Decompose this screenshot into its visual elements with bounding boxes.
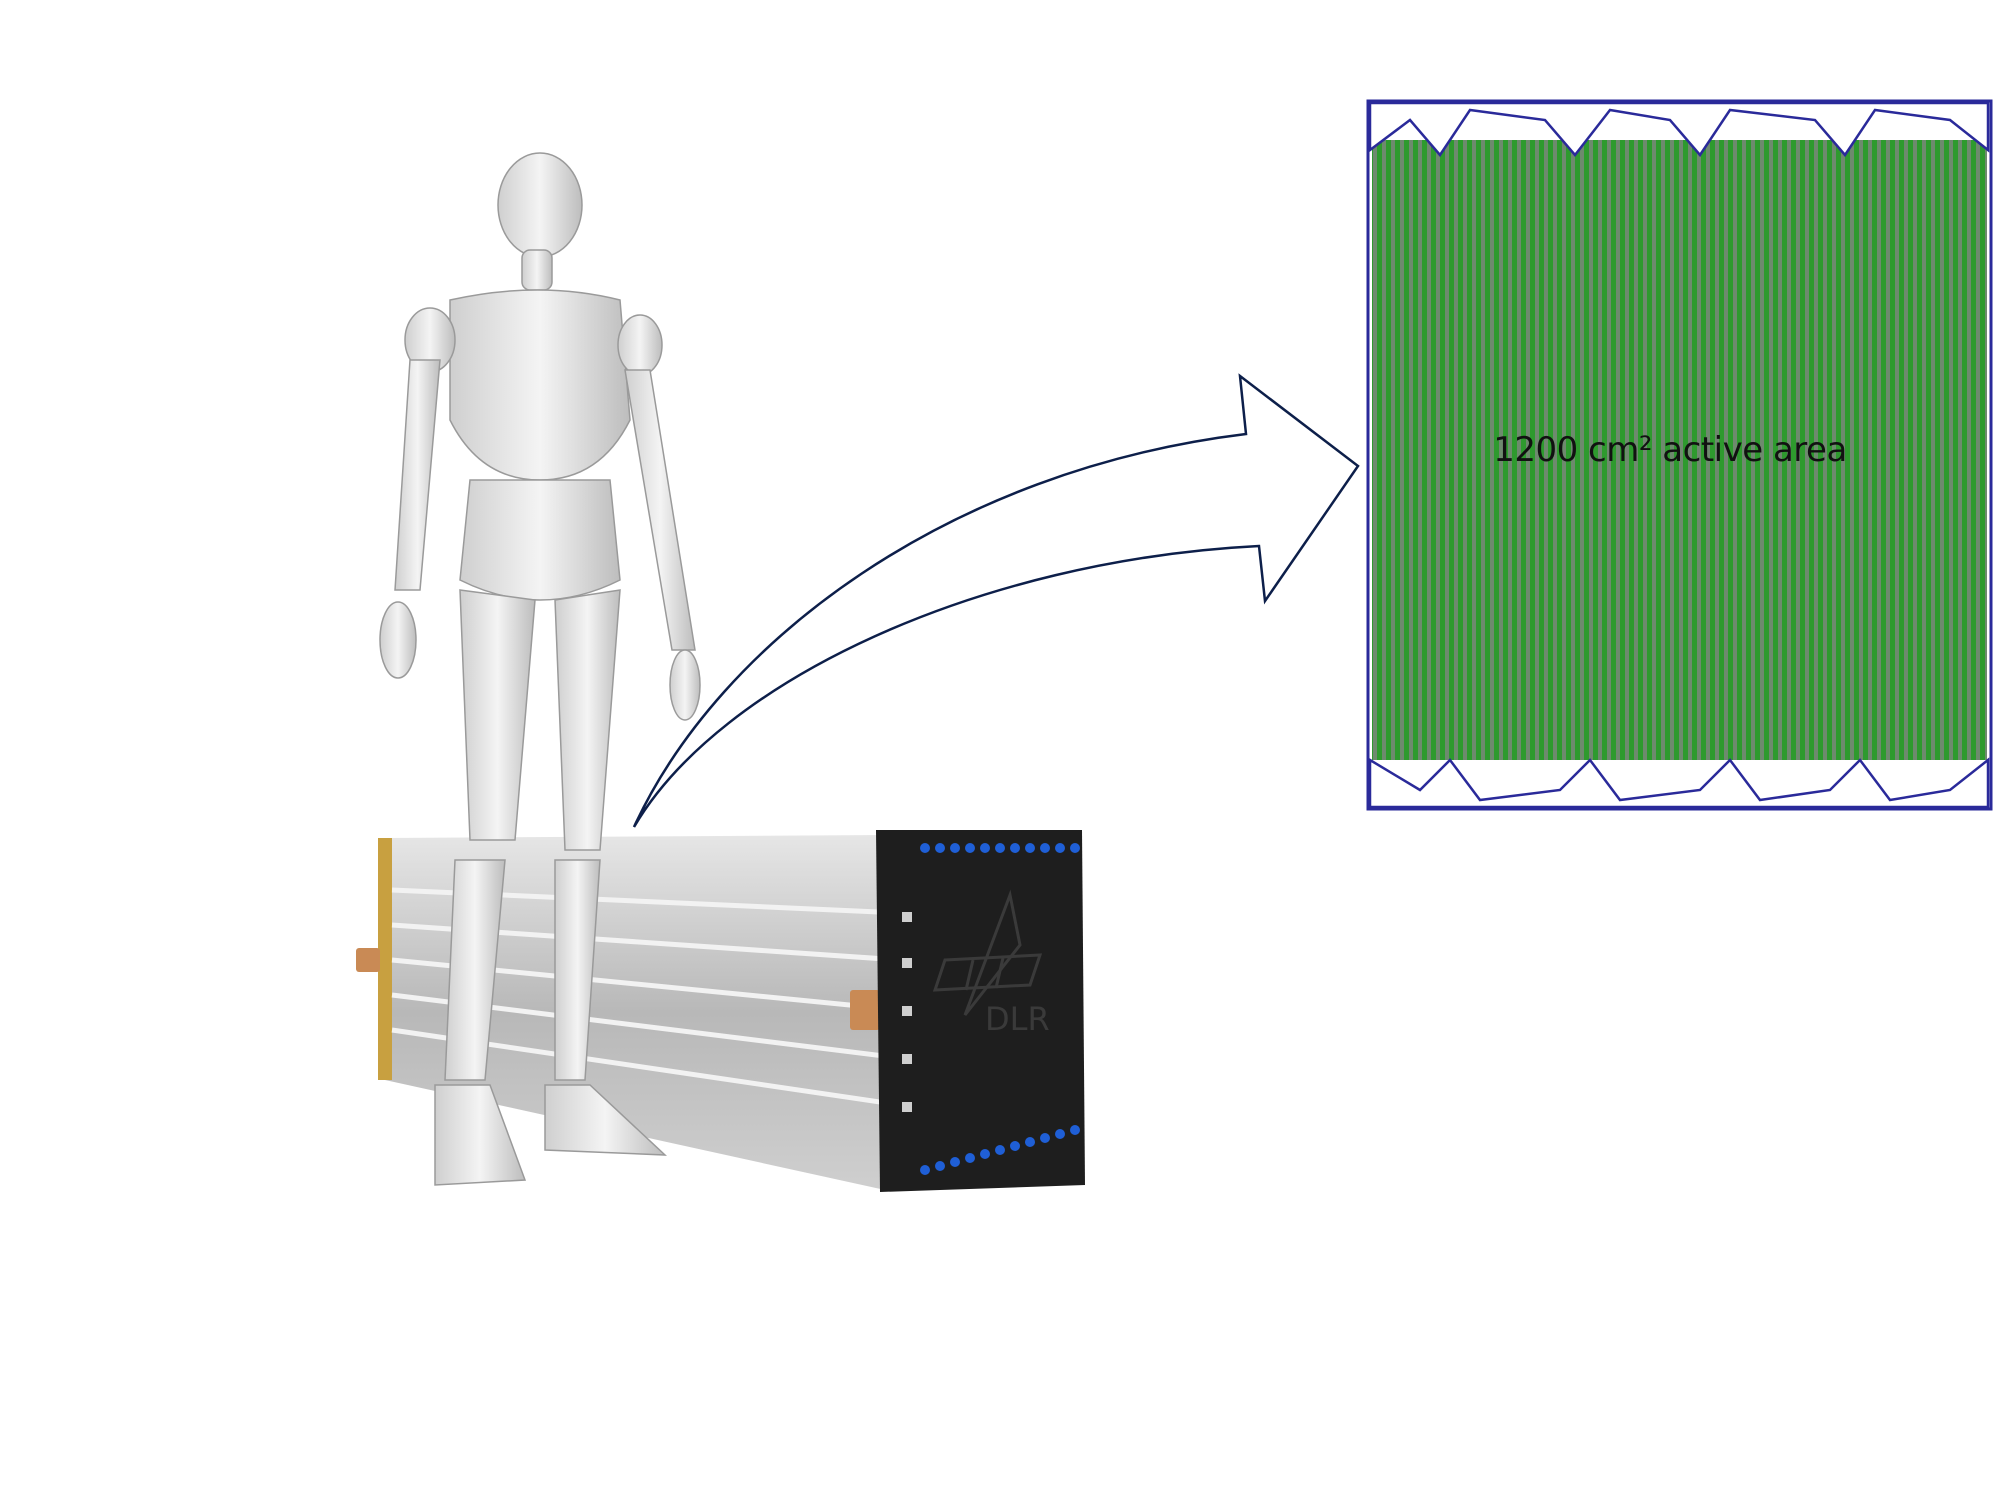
stack-body (385, 835, 885, 1190)
flow-field-outline (1366, 99, 1993, 811)
end-plate (876, 830, 1085, 1192)
current-collector (378, 838, 392, 1080)
terminal-tab-left (356, 948, 380, 972)
bolts (902, 912, 912, 1112)
fuel-cell-stack: DLR (356, 830, 1085, 1192)
dlr-logo (932, 889, 1043, 1016)
manifold-top (1368, 101, 1990, 158)
terminal-tab-right (850, 990, 880, 1030)
manifold-bottom (1368, 757, 1990, 809)
flow-channels (1372, 140, 1987, 760)
dlr-logo-text: DLR (985, 1000, 1050, 1038)
humanoid-figure (379, 152, 701, 1186)
active-area-label: 1200 cm² active area (1493, 430, 1847, 470)
curved-arrow (632, 373, 1360, 828)
fittings (920, 843, 1080, 1175)
flow-field-diagram (1366, 99, 1993, 811)
